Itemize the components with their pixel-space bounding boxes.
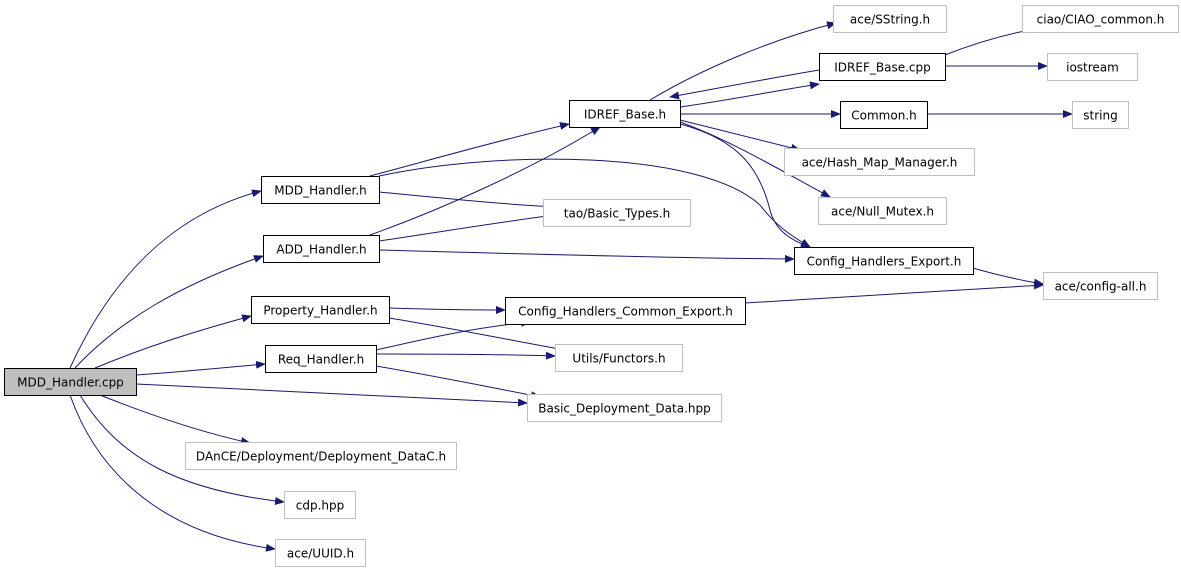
node-label: Basic_Deployment_Data.hpp [538, 402, 710, 416]
node-label: MDD_Handler.cpp [17, 376, 124, 390]
edge-mdd_cpp-to-add_h [74, 255, 264, 369]
edge-req_h-to-functors [375, 351, 556, 360]
node-box[interactable] [1022, 5, 1179, 33]
edge-layer [69, 21, 1073, 552]
edge-req_h-to-bdd [375, 365, 541, 400]
node-string[interactable]: string [1072, 101, 1129, 129]
edge-mdd_h-to-idref_h [369, 122, 570, 177]
node-box[interactable] [555, 344, 683, 372]
edge-prop_h-to-cfg_common [388, 305, 506, 314]
node-basic-types[interactable]: tao/Basic_Types.h [543, 199, 691, 227]
node-label: IDREF_Base.h [584, 108, 666, 122]
node-label: iostream [1066, 61, 1119, 75]
edge-mdd_h-to-cfg_export [378, 158, 811, 248]
node-box[interactable] [818, 197, 947, 225]
node-mdd-h[interactable]: MDD_Handler.h [261, 176, 380, 204]
node-mdd-cpp[interactable]: MDD_Handler.cpp [4, 368, 137, 396]
node-box[interactable] [569, 100, 681, 128]
node-label: Utils/Functors.h [572, 352, 665, 366]
edge-idref_h-to-sstring [649, 21, 837, 101]
node-idref-cpp[interactable]: IDREF_Base.cpp [819, 53, 946, 81]
node-label: tao/Basic_Types.h [564, 207, 670, 221]
node-label: string [1083, 109, 1117, 123]
node-idref-h[interactable]: IDREF_Base.h [569, 100, 681, 128]
node-box[interactable] [819, 53, 946, 81]
node-req-h[interactable]: Req_Handler.h [265, 345, 377, 373]
node-label: ace/config-all.h [1055, 280, 1147, 294]
node-box[interactable] [1072, 101, 1129, 129]
node-box[interactable] [284, 491, 356, 519]
node-label: Config_Handlers_Common_Export.h [518, 305, 733, 319]
node-box[interactable] [251, 296, 390, 324]
node-box[interactable] [261, 176, 380, 204]
node-box[interactable] [527, 394, 722, 422]
node-label: Config_Handlers_Export.h [807, 255, 962, 269]
node-box[interactable] [1043, 272, 1158, 300]
node-box[interactable] [263, 235, 380, 263]
node-box[interactable] [840, 101, 928, 129]
node-common-h[interactable]: Common.h [840, 101, 928, 129]
edge-idref_h-to-idref_cpp [679, 81, 820, 108]
node-box[interactable] [794, 247, 974, 275]
node-nullmutex[interactable]: ace/Null_Mutex.h [818, 197, 947, 225]
edge-mdd_cpp-to-bdd [135, 383, 528, 407]
edge-mdd_cpp-to-uuid [69, 394, 276, 552]
node-layer: MDD_Handler.cpp MDD_Handler.hADD_Handler.… [4, 5, 1179, 567]
node-cfg-common[interactable]: Config_Handlers_Common_Export.h [505, 297, 746, 325]
node-box[interactable] [275, 539, 366, 567]
node-cfg-export[interactable]: Config_Handlers_Export.h [794, 247, 974, 275]
edge-mdd_cpp-to-mdd_h [69, 189, 262, 369]
edge-idref_h-to-hashmap [679, 119, 801, 152]
node-add-h[interactable]: ADD_Handler.h [263, 235, 380, 263]
node-box[interactable] [4, 368, 137, 396]
edge-mdd_cpp-to-dance [99, 394, 251, 445]
node-label: Common.h [851, 109, 916, 123]
edge-mdd_cpp-to-cdp [79, 394, 285, 505]
node-label: ciao/CIAO_common.h [1037, 13, 1165, 27]
node-ciao[interactable]: ciao/CIAO_common.h [1022, 5, 1179, 33]
node-label: ADD_Handler.h [276, 243, 366, 257]
node-iostream[interactable]: iostream [1047, 53, 1138, 81]
node-label: cdp.hpp [296, 499, 345, 513]
node-label: ace/SString.h [850, 13, 930, 27]
node-label: DAnCE/Deployment/Deployment_DataC.h [196, 450, 446, 464]
node-sstring[interactable]: ace/SString.h [833, 5, 947, 33]
node-prop-h[interactable]: Property_Handler.h [251, 296, 390, 324]
edge-cfg_common-to-config_all [744, 281, 1044, 304]
node-config-all[interactable]: ace/config-all.h [1043, 272, 1158, 300]
edge-idref_h-to-nullmutex [679, 121, 831, 198]
node-label: ace/Hash_Map_Manager.h [802, 156, 958, 170]
node-label: ace/UUID.h [287, 547, 354, 561]
node-box[interactable] [784, 148, 975, 176]
edge-add_h-to-cfg_export [378, 249, 795, 263]
node-uuid[interactable]: ace/UUID.h [275, 539, 366, 567]
edge-mdd_h-to-basic_types [378, 191, 556, 211]
node-label: Property_Handler.h [263, 304, 377, 318]
node-label: ace/Null_Mutex.h [831, 205, 934, 219]
node-box[interactable] [265, 345, 377, 373]
node-box[interactable] [1047, 53, 1138, 81]
node-hashmap[interactable]: ace/Hash_Map_Manager.h [784, 148, 975, 176]
node-box[interactable] [505, 297, 746, 325]
edge-idref_h-to-cfg_export [679, 123, 811, 248]
node-bdd[interactable]: Basic_Deployment_Data.hpp [527, 394, 722, 422]
node-box[interactable] [185, 442, 457, 470]
node-label: MDD_Handler.h [274, 184, 366, 198]
edge-add_h-to-idref_h [369, 126, 601, 236]
node-label: Req_Handler.h [278, 353, 364, 367]
edge-prop_h-to-functors [388, 317, 566, 353]
node-dance[interactable]: DAnCE/Deployment/Deployment_DataC.h [185, 442, 457, 470]
node-functors[interactable]: Utils/Functors.h [555, 344, 683, 372]
edge-idref_cpp-to-idref_h [669, 69, 820, 100]
edge-req_h-to-cfg_common [375, 318, 531, 351]
node-box[interactable] [833, 5, 947, 33]
edge-add_h-to-basic_types [378, 212, 556, 242]
edge-mdd_cpp-to-prop_h [94, 314, 252, 369]
edge-cfg_export-to-config_all [972, 267, 1044, 287]
node-label: IDREF_Base.cpp [834, 61, 930, 75]
edge-mdd_cpp-to-req_h [135, 360, 266, 376]
node-box[interactable] [543, 199, 691, 227]
node-cdp[interactable]: cdp.hpp [284, 491, 356, 519]
